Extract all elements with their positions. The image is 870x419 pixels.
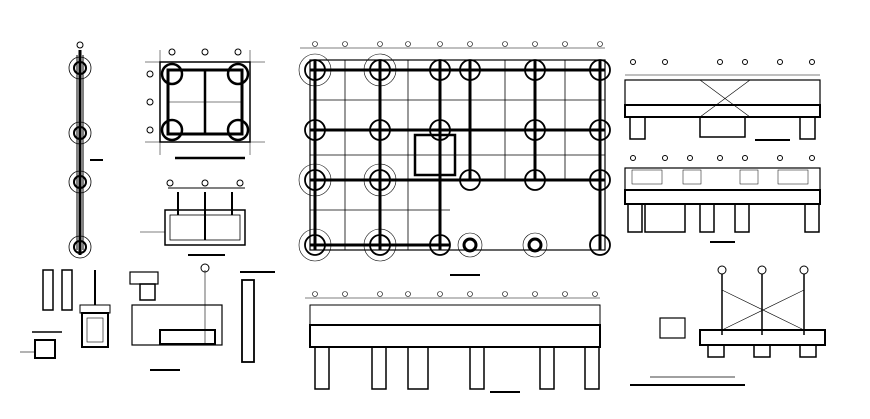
square-footing-plan xyxy=(145,48,265,160)
beam-section-detail xyxy=(129,263,275,371)
elevation-section-b xyxy=(624,155,821,243)
pile-details xyxy=(20,269,111,359)
foundation-plan xyxy=(298,41,611,276)
column-strip-elevation xyxy=(68,41,103,259)
pile-cap-section xyxy=(630,265,826,386)
footing-section-small xyxy=(140,179,246,256)
long-section xyxy=(305,291,601,393)
elevation-section-a xyxy=(624,59,821,141)
